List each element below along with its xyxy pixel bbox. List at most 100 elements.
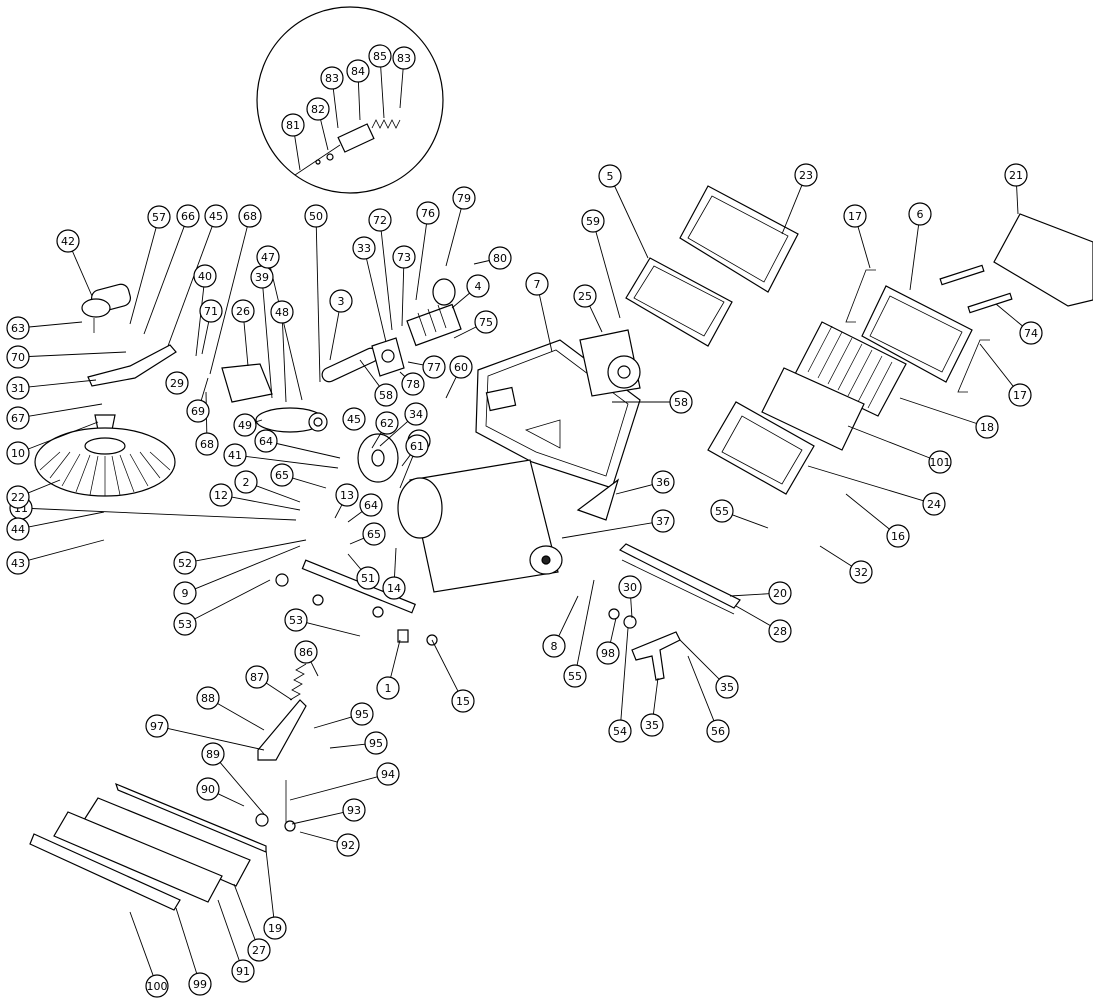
callout-82: 82 xyxy=(306,97,330,121)
callout-label: 14 xyxy=(387,582,401,595)
callout-69: 69 xyxy=(186,399,210,423)
callout-101: 101 xyxy=(928,450,952,474)
callout-55: 55 xyxy=(563,664,587,688)
leader-line-33 xyxy=(366,258,387,343)
callout-circle xyxy=(281,113,305,137)
callout-49: 49 xyxy=(233,413,257,437)
callout-26: 26 xyxy=(231,299,255,323)
leader-line-26 xyxy=(243,321,249,367)
wedge-36 xyxy=(576,478,620,521)
callout-circle xyxy=(199,299,223,323)
callout-label: 10 xyxy=(11,447,25,460)
callout-16: 16 xyxy=(886,524,910,548)
callout-label: 65 xyxy=(367,528,381,541)
callout-51: 51 xyxy=(356,566,380,590)
leader-line-82 xyxy=(320,119,329,151)
callout-80: 80 xyxy=(488,246,512,270)
blade-27 xyxy=(83,797,251,887)
leader-line-23 xyxy=(781,185,803,235)
callout-label: 37 xyxy=(656,515,670,528)
leader-line-95 xyxy=(313,716,352,729)
leader-line-54 xyxy=(620,627,629,721)
callout-label: 55 xyxy=(568,670,582,683)
callout-circle xyxy=(466,274,490,298)
rail-17-upper xyxy=(845,269,876,323)
callout-label: 12 xyxy=(214,489,228,502)
callout-circle xyxy=(376,762,400,786)
callout-label: 95 xyxy=(355,708,369,721)
callout-circle xyxy=(422,355,446,379)
leader-line-6 xyxy=(909,224,920,291)
callout-label: 36 xyxy=(656,476,670,489)
seal-101 xyxy=(761,367,865,451)
callout-81: 81 xyxy=(281,113,305,137)
leader-line-67 xyxy=(28,403,103,417)
blade-99 xyxy=(29,833,181,911)
callout-label: 62 xyxy=(380,417,394,430)
callout-1: 1 xyxy=(376,676,400,700)
leader-line-66 xyxy=(143,226,185,335)
callout-circle xyxy=(176,204,200,228)
callout-label: 32 xyxy=(854,566,868,579)
callout-label: 90 xyxy=(201,783,215,796)
callout-circle xyxy=(581,209,605,233)
callout-circle xyxy=(6,485,30,509)
leader-line-68 xyxy=(209,226,248,375)
callout-circle xyxy=(794,163,818,187)
leader-line-84 xyxy=(357,81,361,121)
callout-circle xyxy=(392,46,416,70)
callout-label: 85 xyxy=(373,50,387,63)
leader-line-83 xyxy=(399,68,404,109)
callout-circle xyxy=(376,676,400,700)
leader-line-44 xyxy=(28,511,105,528)
callout-74: 74 xyxy=(1019,321,1043,345)
leader-line-37 xyxy=(561,522,653,539)
callout-circle xyxy=(975,415,999,439)
callout-87: 87 xyxy=(245,665,269,689)
callout-98: 98 xyxy=(596,641,620,665)
side-brush-22 xyxy=(34,427,176,497)
callout-circle xyxy=(188,972,212,996)
callout-5: 5 xyxy=(598,164,622,188)
fan-housing-25 xyxy=(579,329,641,397)
callout-label: 88 xyxy=(201,692,215,705)
callout-label: 30 xyxy=(623,581,637,594)
spring-85 xyxy=(371,119,401,129)
leader-line-9 xyxy=(195,545,301,590)
callout-93: 93 xyxy=(342,798,366,822)
callout-42: 42 xyxy=(56,229,80,253)
callout-label: 45 xyxy=(209,210,223,223)
leader-line-81 xyxy=(294,135,301,171)
leader-line-100 xyxy=(129,911,154,976)
callout-circle xyxy=(651,470,675,494)
callout-92: 92 xyxy=(336,833,360,857)
callout-label: 82 xyxy=(311,103,325,116)
callout-label: 83 xyxy=(397,52,411,65)
callout-2: 2 xyxy=(234,470,258,494)
leader-line-3 xyxy=(329,311,340,361)
callout-17: 17 xyxy=(1008,383,1032,407)
leader-line-62 xyxy=(371,432,382,449)
leader-line-14 xyxy=(394,547,397,578)
callout-24: 24 xyxy=(922,492,946,516)
callout-45: 45 xyxy=(204,204,228,228)
leader-line-40 xyxy=(195,286,205,357)
blade-91 xyxy=(53,811,223,903)
callout-73: 73 xyxy=(392,245,416,269)
callout-label: 2 xyxy=(243,476,250,489)
main-roller-37 xyxy=(397,459,563,593)
callout-label: 24 xyxy=(927,498,941,511)
callout-36: 36 xyxy=(651,470,675,494)
callout-circle xyxy=(245,665,269,689)
leader-line-87 xyxy=(265,682,293,701)
callout-50: 50 xyxy=(304,204,328,228)
callout-circle xyxy=(335,483,359,507)
leader-line-42 xyxy=(71,250,93,297)
callout-58: 58 xyxy=(374,383,398,407)
leader-line-20 xyxy=(729,593,770,597)
leader-line-95 xyxy=(329,743,366,749)
leader-line-17 xyxy=(979,343,1014,387)
leader-line-39 xyxy=(262,287,273,399)
